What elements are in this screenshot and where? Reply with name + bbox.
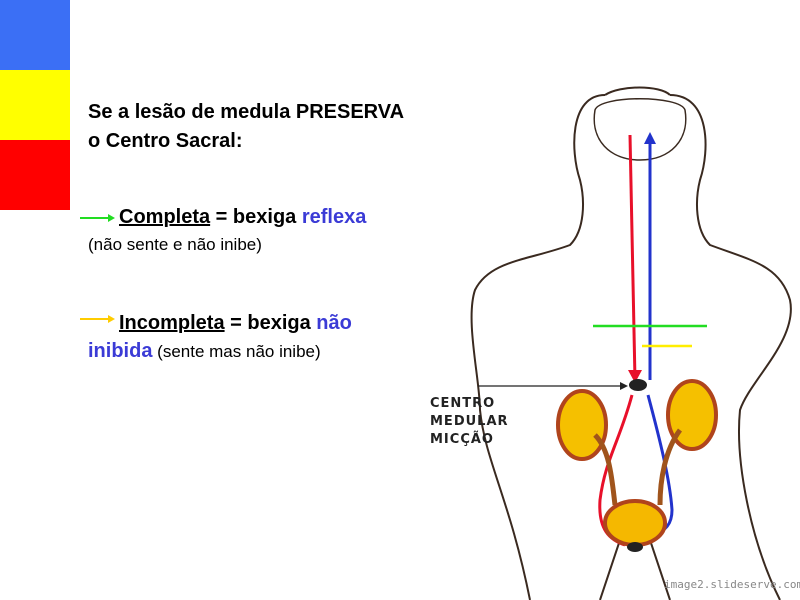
term-incompleta: Incompleta — [119, 312, 225, 334]
watermark: image2.slideserve.com — [664, 578, 800, 591]
title-line-2: o Centro Sacral: — [88, 130, 243, 152]
label-line-2: MEDULAR — [430, 414, 509, 429]
note-completa: (não sente e não inibe) — [88, 235, 262, 254]
result-nao: não — [316, 312, 352, 334]
decor-bar-blue — [0, 0, 70, 70]
eq: = bexiga — [210, 206, 302, 228]
title-line-1: Se a lesão de medula PRESERVA — [88, 101, 405, 123]
decor-bar-yellow — [0, 70, 70, 140]
decor-bar-red — [0, 140, 70, 210]
urinary-system-diagram — [470, 86, 792, 600]
result-inibida: inibida — [88, 340, 153, 362]
slide-title: Se a lesão de medula PRESERVA o Centro S… — [88, 98, 426, 156]
item-incompleta: Incompleta = bexiga não — [119, 312, 352, 335]
centro-medular-miccao-label: CENTRO MEDULAR MICÇÃO — [430, 395, 509, 449]
item-completa: Completa = bexiga reflexa — [119, 206, 366, 229]
result-reflexa: reflexa — [301, 206, 367, 228]
yellow-arrow-icon — [80, 315, 115, 323]
item-incompleta-line2: inibida (sente mas não inibe) — [88, 340, 321, 363]
eq: = bexiga — [224, 312, 317, 334]
label-line-1: CENTRO — [430, 396, 496, 411]
green-arrow-icon — [80, 214, 115, 222]
note-incompleta: (sente mas não inibe) — [152, 342, 321, 361]
label-line-3: MICÇÃO — [430, 432, 494, 447]
motor-pathway-red — [628, 134, 637, 381]
term-completa: Completa — [119, 206, 211, 228]
